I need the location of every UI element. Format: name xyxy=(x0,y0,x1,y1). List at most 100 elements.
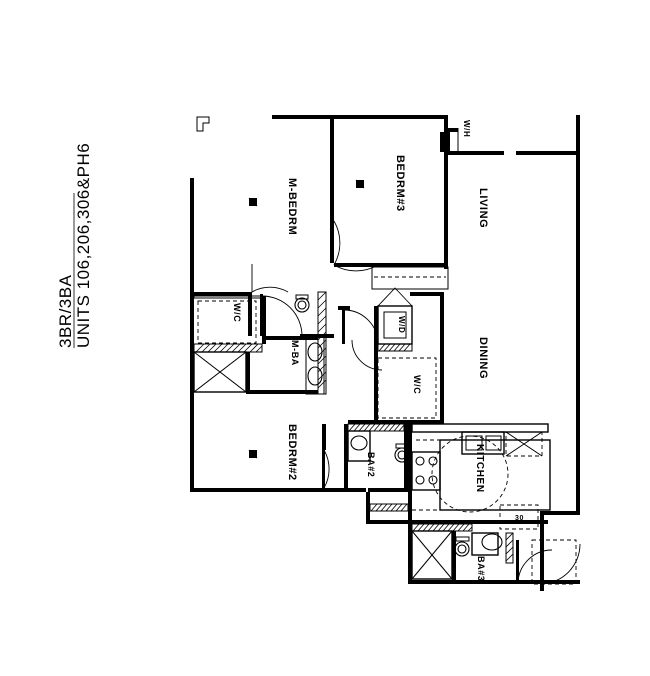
door-swing-entry-1 xyxy=(539,543,581,585)
room-wc-master: W/C xyxy=(193,264,289,393)
wall-mba-top xyxy=(264,336,318,340)
room-label-dining: DINING xyxy=(477,337,489,379)
wall-exterior-right xyxy=(576,115,580,515)
wall-lower-connect xyxy=(366,520,412,524)
shower-ba3 xyxy=(411,530,453,580)
wc-hall-shelf xyxy=(377,357,437,419)
wall-ba3-bottom xyxy=(408,580,518,584)
room-label-wc-master: W/C xyxy=(232,303,242,322)
turning-radius-circle xyxy=(431,435,509,513)
arch-wd xyxy=(377,287,413,307)
room-wc-hall: W/C xyxy=(348,352,444,424)
door-leaf-entry xyxy=(516,540,519,584)
shower-master xyxy=(193,351,247,393)
lower-walls xyxy=(366,492,412,524)
wall-bottom-bedrm2 xyxy=(190,488,366,492)
hatched-wall-ba3-right xyxy=(505,532,514,564)
refrigerator-mark: 30 xyxy=(515,515,524,522)
wall-living-top-left xyxy=(448,151,504,155)
wall-top-bedrm3 xyxy=(272,115,448,119)
hatched-door-wd xyxy=(377,343,413,352)
wall-ba2-right xyxy=(404,424,408,492)
wall-bedrm3-bottom-right xyxy=(372,263,448,267)
wall-exterior-left-upper xyxy=(190,178,194,292)
wall-wc-master-right xyxy=(262,296,266,344)
wall-wc-hall-left xyxy=(374,352,378,424)
room-label-wh: W/H xyxy=(462,120,471,137)
wall-bedrm3-bottom-left xyxy=(334,263,374,267)
wall-entry-bottom xyxy=(518,580,580,584)
wall-ba3-shower-right xyxy=(452,531,456,581)
wall-wd-left xyxy=(374,306,378,352)
door-leaf-bedrm2 xyxy=(322,450,325,488)
room-label-wd: W/D xyxy=(397,316,406,333)
wall-exterior-right-bottom-jog xyxy=(540,511,580,515)
wall-exterior-left-lower xyxy=(190,292,194,492)
room-wd: W/D xyxy=(374,287,413,352)
room-ba2: BA#2 xyxy=(344,423,410,492)
wall-hall-head xyxy=(338,306,350,310)
wall-wc-hall-bottom xyxy=(348,420,444,424)
toilet-m-ba xyxy=(294,294,310,313)
counter-kitchen-top xyxy=(411,423,549,433)
room-label-ba2: BA#2 xyxy=(366,452,376,477)
plan-title-bedbath: 3BR/3BA xyxy=(56,274,75,348)
sink-ba2 xyxy=(350,435,368,451)
dishwasher-kitchen xyxy=(505,431,543,457)
range-kitchen xyxy=(411,451,441,491)
plan-title-block: UNITS 106,206,306&PH6 3BR/3BA xyxy=(56,143,93,348)
room-label-m-ba: M-BA xyxy=(290,340,300,366)
wall-wc-master-top xyxy=(190,292,248,296)
door-swing-bedrm3 xyxy=(333,220,341,266)
door-leaf-hall-1 xyxy=(342,308,345,344)
wall-ba2-bottom xyxy=(368,488,408,492)
room-label-wc-hall: W/C xyxy=(412,375,422,394)
room-living: LIVING W/H xyxy=(462,120,489,228)
room-label-bedrm3: BEDRM#3 xyxy=(394,155,406,212)
wall-living-top-right xyxy=(516,151,580,155)
wall-ba3-left xyxy=(408,524,412,584)
plan-title-units: UNITS 106,206,306&PH6 xyxy=(74,143,93,348)
wall-lower-left-vert xyxy=(366,492,370,524)
door-swing-m-bedrm xyxy=(261,295,303,337)
entry-closet xyxy=(516,539,581,585)
tub-ba3 xyxy=(471,532,499,556)
door-leaf-m-bedrm xyxy=(260,294,263,336)
room-label-m-bedrm: M-BEDRM xyxy=(286,178,298,235)
wall-bedrm3-right xyxy=(444,119,448,269)
column-marker-icon xyxy=(196,116,210,132)
wall-mbedrm-closet-right xyxy=(248,292,252,336)
wd-unit xyxy=(383,311,407,339)
wall-bedrm2-right-upper xyxy=(322,424,326,450)
room-bedrm3: BEDRM#3 xyxy=(333,155,449,290)
electrical-symbol-icon xyxy=(248,197,258,207)
closet-entry-outline xyxy=(531,539,577,585)
room-m-ba: M-BA xyxy=(246,291,327,395)
island-kitchen xyxy=(439,439,551,511)
room-label-living: LIVING xyxy=(477,188,489,228)
wc-master-shelf xyxy=(197,300,257,344)
wall-mba-bottom xyxy=(246,390,318,394)
wall-dining-left xyxy=(440,296,444,424)
sink-kitchen xyxy=(461,431,505,455)
room-ba3: BA#3 xyxy=(408,523,518,584)
wall-wh-top xyxy=(444,128,458,132)
sink-ba3 xyxy=(481,533,503,551)
wall-between-mbedrm-bedrm3 xyxy=(330,119,334,263)
wall-dining-top xyxy=(410,292,444,296)
hatched-wall-ba3 xyxy=(411,523,473,532)
toilet-ba3 xyxy=(454,536,470,557)
door-swing-wc-master xyxy=(251,286,289,293)
hatched-wall-m-ba xyxy=(317,291,327,395)
electrical-symbol-icon xyxy=(248,449,258,459)
door-swing-bedrm2 xyxy=(323,449,330,489)
refrigerator-kitchen: 30 xyxy=(499,504,539,530)
wall-kitchen-left xyxy=(408,424,412,524)
door-swing-hall-1 xyxy=(343,309,379,345)
room-dining: DINING xyxy=(410,292,489,424)
closet-bedrm3 xyxy=(371,266,449,290)
room-label-bedrm2: BEDRM#2 xyxy=(286,424,298,481)
room-m-bedrm: M-BEDRM xyxy=(248,178,334,338)
